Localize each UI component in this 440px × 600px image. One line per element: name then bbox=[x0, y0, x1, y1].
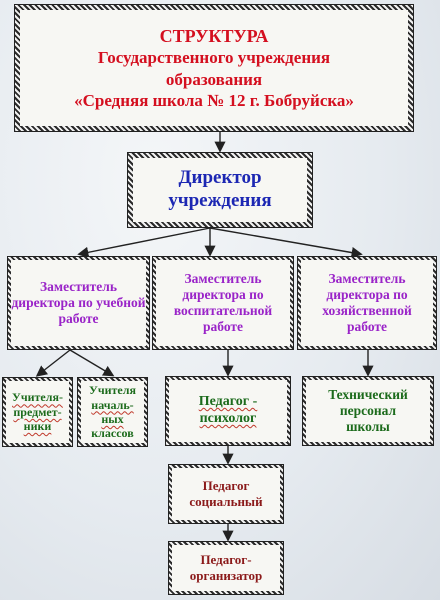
deputy-economic-box: Заместитель директора по хозяйственной р… bbox=[297, 256, 437, 350]
subject-teachers-line-1: Учителя- bbox=[12, 390, 63, 405]
primary-teachers-box: Учителя началь- ных классов bbox=[77, 377, 148, 447]
deputy-study-label: Заместитель директора по учебной работе bbox=[11, 278, 146, 327]
deputy-education-label: Заместитель директора по воспитательной … bbox=[173, 270, 273, 335]
psychologist-line-1: Педагог - bbox=[198, 394, 258, 410]
subject-teachers-line-3: ники bbox=[23, 419, 52, 434]
arrow-study-primary bbox=[69, 349, 115, 377]
director-line-2: учреждения bbox=[168, 190, 272, 211]
technical-staff-line-3: школы bbox=[346, 419, 390, 435]
organizer-line-1: Педагог- bbox=[200, 552, 252, 568]
director-box: Директор учреждения bbox=[127, 152, 313, 228]
technical-staff-line-1: Технический bbox=[328, 386, 408, 402]
deputy-economic-label: Заместитель директора по хозяйственной р… bbox=[322, 270, 412, 335]
psychologist-box: Педагог - психолог bbox=[165, 376, 291, 446]
psychologist-line-2: психолог bbox=[199, 411, 257, 426]
arrow-director-deputy-study bbox=[77, 227, 211, 258]
title-line-1: СТРУКТУРА bbox=[159, 25, 269, 46]
social-pedagogue-box: Педагог социальный bbox=[168, 464, 284, 524]
deputy-education-box: Заместитель директора по воспитательной … bbox=[152, 256, 294, 350]
deputy-study-box: Заместитель директора по учебной работе bbox=[7, 256, 150, 350]
director-line-1: Директор bbox=[178, 167, 262, 189]
social-pedagogue-line-2: социальный bbox=[189, 494, 263, 509]
primary-teachers-line-1: Учителя bbox=[89, 383, 136, 398]
technical-staff-box: Технический персонал школы bbox=[302, 376, 434, 446]
title-line-2: Государственного учреждения bbox=[97, 48, 331, 68]
organizer-box: Педагог- организатор bbox=[168, 541, 284, 595]
primary-teachers-line-3: ных bbox=[101, 412, 124, 426]
title-box: СТРУКТУРА Государственного учреждения об… bbox=[14, 4, 414, 132]
subject-teachers-line-2: предмет- bbox=[13, 404, 62, 419]
organizer-line-2: организатор bbox=[189, 568, 263, 583]
social-pedagogue-line-1: Педагог bbox=[202, 478, 250, 494]
technical-staff-line-2: персонал bbox=[339, 402, 397, 418]
arrow-study-subject bbox=[35, 349, 71, 377]
title-line-3: образования bbox=[165, 69, 263, 89]
subject-teachers-box: Учителя- предмет- ники bbox=[2, 377, 73, 447]
primary-teachers-line-4: классов bbox=[91, 426, 134, 441]
title-line-4: «Средняя школа № 12 г. Бобруйска» bbox=[74, 90, 354, 110]
arrow-director-deputy-eco bbox=[209, 227, 363, 259]
primary-teachers-line-2: началь- bbox=[91, 397, 134, 412]
